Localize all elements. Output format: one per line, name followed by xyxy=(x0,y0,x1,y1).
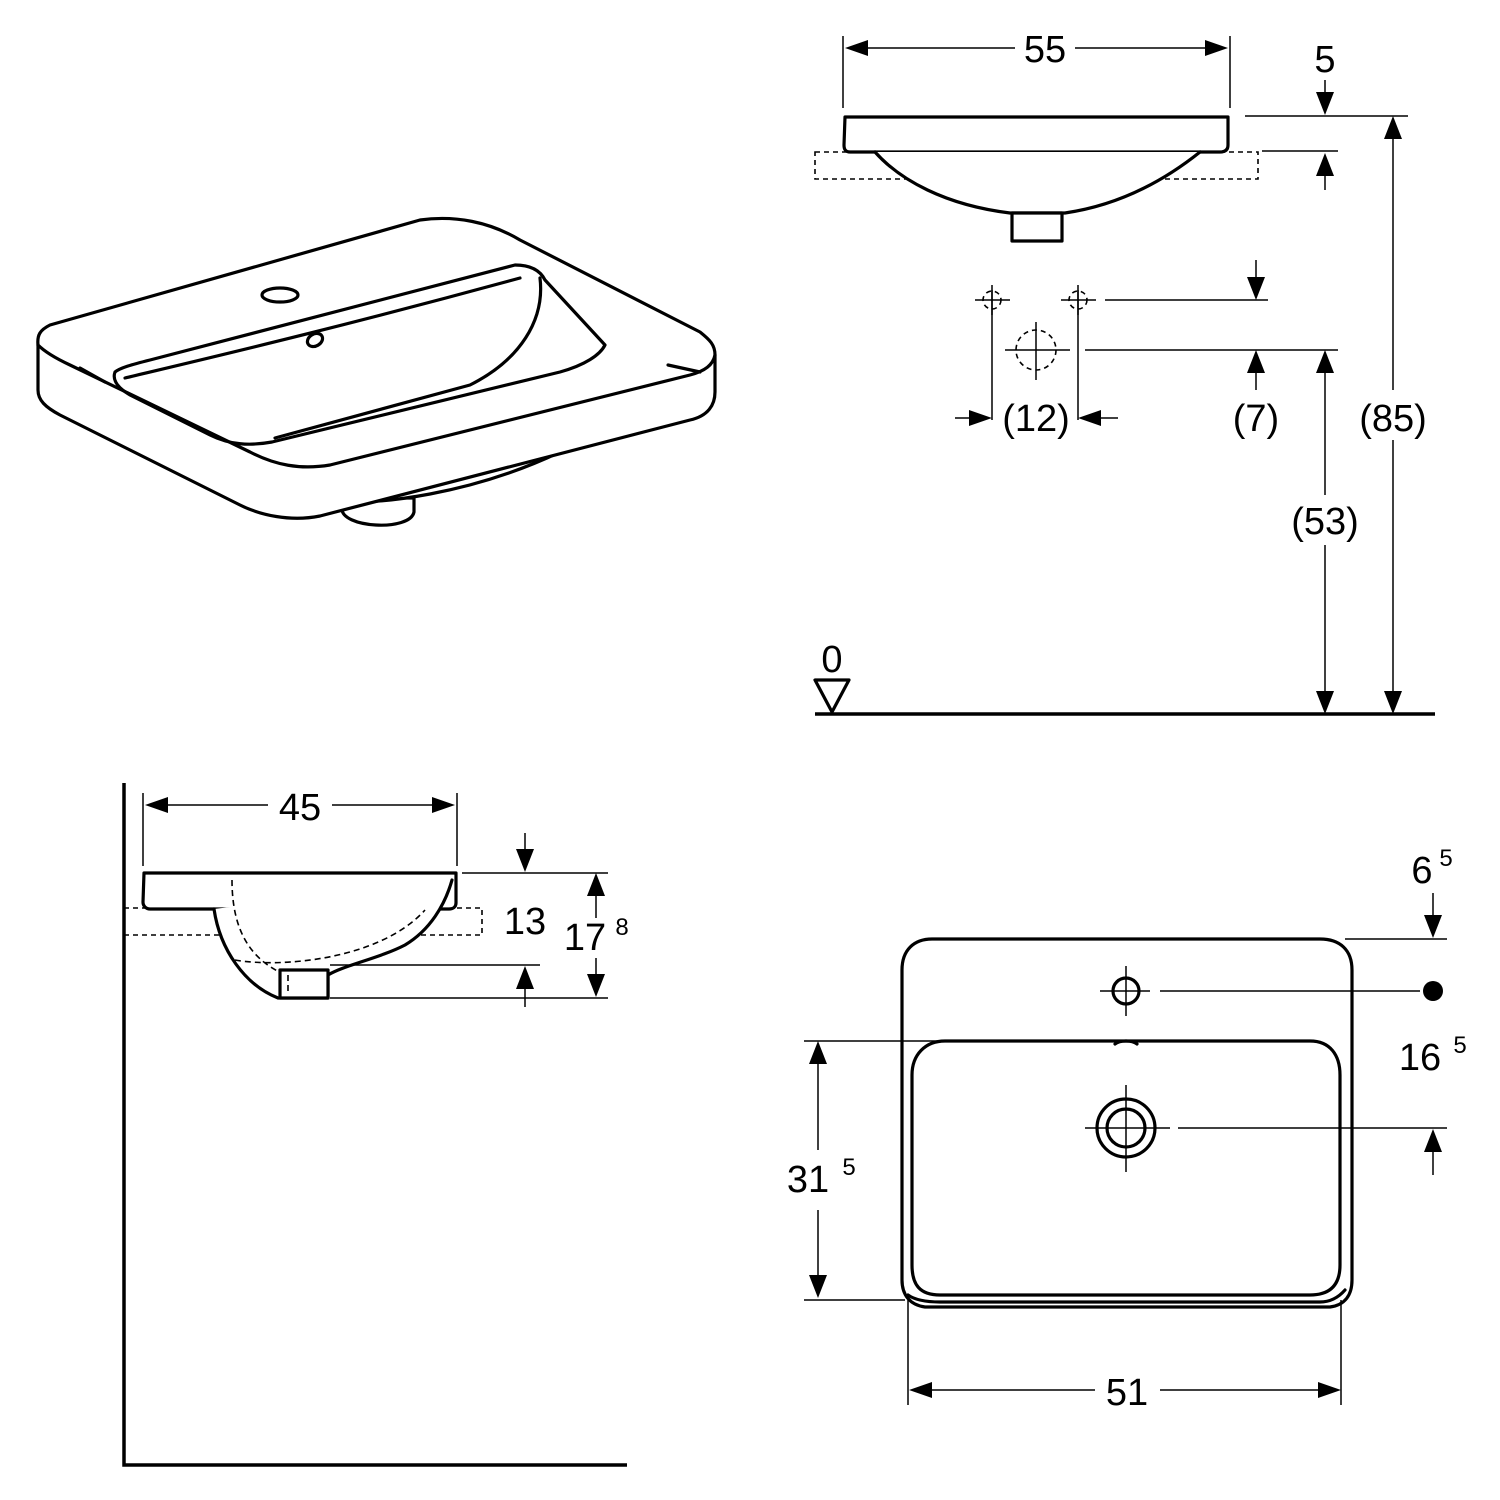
plan-drain-symbol xyxy=(1085,1085,1170,1172)
side-bowl-inner-hidden xyxy=(231,879,426,976)
plan-tap-hole-symbol xyxy=(1100,966,1150,1016)
side-section-view: 45 13 17 8 xyxy=(122,783,629,1467)
iso-bowl-rim xyxy=(112,263,607,446)
plan-dim-31-arrow-top xyxy=(809,1041,827,1064)
front-tap-symbol-right xyxy=(1061,285,1096,315)
plan-dim-31-label: 31 xyxy=(787,1159,829,1201)
front-dim-7-arrow-bottom xyxy=(1247,350,1265,373)
front-outlet xyxy=(1010,211,1064,243)
side-dim-13-label: 13 xyxy=(504,901,546,943)
side-dim-17-arrow-bottom xyxy=(587,974,605,997)
side-outlet xyxy=(278,968,330,1000)
plan-overflow-slot xyxy=(1113,1039,1139,1046)
iso-bowl-inner xyxy=(123,276,543,440)
front-outlet-symbol xyxy=(1005,322,1070,380)
side-countertop xyxy=(123,907,483,936)
side-dim-45-arrow-left xyxy=(145,797,168,813)
plan-dim-6-superscript: 5 xyxy=(1439,845,1452,872)
front-dim-12-arrow-right xyxy=(1078,410,1101,426)
plan-dim-16-superscript: 5 xyxy=(1453,1032,1466,1059)
front-floor-level-symbol xyxy=(813,678,851,714)
side-dim-13-arrow-bottom xyxy=(516,966,534,989)
plan-dim-16-label: 16 xyxy=(1399,1037,1441,1079)
front-dim-85-arrow-top xyxy=(1384,116,1402,139)
plan-dim-51-arrow-right xyxy=(1318,1382,1341,1398)
plan-ext-lines xyxy=(804,938,1447,1405)
plan-dim-6-label: 6 xyxy=(1411,850,1432,892)
plan-dim-dot xyxy=(1423,981,1443,1001)
front-bowl xyxy=(873,150,1202,215)
side-dim-45-label: 45 xyxy=(279,787,321,829)
iso-tap-hole xyxy=(260,286,300,304)
front-dim-53-label: (53) xyxy=(1291,501,1359,543)
front-dim-53-arrow-bottom xyxy=(1316,691,1334,714)
front-dim-85-label: (85) xyxy=(1359,398,1427,440)
side-dim-17-arrow-top xyxy=(587,873,605,896)
front-elevation-view: 55 5 (12) (7) (53) xyxy=(813,29,1435,716)
iso-top-edge xyxy=(36,343,717,469)
front-floor-level-label: 0 xyxy=(821,639,842,681)
side-dim-45-arrow-right xyxy=(432,797,455,813)
iso-front-marks xyxy=(78,363,702,384)
side-ext-lines xyxy=(142,793,608,999)
front-dim-5-arrow-top xyxy=(1316,92,1334,115)
plan-dim-16-arrow xyxy=(1424,1129,1442,1152)
plan-dim-31-arrow-bottom xyxy=(809,1275,827,1298)
front-dim-5-label: 5 xyxy=(1314,39,1335,81)
front-dim-55-label: 55 xyxy=(1024,29,1066,71)
plan-dim-51-arrow-left xyxy=(909,1382,932,1398)
front-rim xyxy=(842,115,1230,154)
front-dim-55-arrow-right xyxy=(1205,40,1228,56)
top-plan-view: 6 5 16 5 31 5 51 xyxy=(787,845,1467,1414)
plan-dim-31-superscript: 5 xyxy=(842,1154,855,1181)
front-dim-12-arrow-left xyxy=(969,410,992,426)
plan-dim-6-arrow xyxy=(1424,915,1442,938)
side-wall-line xyxy=(122,783,627,1467)
plan-dim-51-label: 51 xyxy=(1106,1372,1148,1414)
front-ext-lines xyxy=(842,36,1408,420)
front-dim-12-label: (12) xyxy=(1002,398,1070,440)
front-tap-symbol-left xyxy=(975,285,1010,315)
front-dim-85-arrow-bottom xyxy=(1384,691,1402,714)
front-dim-7-arrow-top xyxy=(1247,277,1265,300)
front-dim-5-arrow-bottom xyxy=(1316,153,1334,176)
iso-basin-body xyxy=(36,216,717,520)
front-dim-53-arrow-top xyxy=(1316,350,1334,373)
plan-rim-inner-line xyxy=(906,1288,1347,1304)
side-dim-17-label: 17 xyxy=(564,917,606,959)
isometric-view xyxy=(36,216,717,527)
side-dim-17-superscript: 8 xyxy=(615,914,628,941)
side-dim-13-arrow-top xyxy=(516,849,534,872)
iso-overflow-hole xyxy=(305,331,325,349)
front-dim-7-label: (7) xyxy=(1233,398,1279,440)
front-dim-55-arrow-left xyxy=(845,40,868,56)
